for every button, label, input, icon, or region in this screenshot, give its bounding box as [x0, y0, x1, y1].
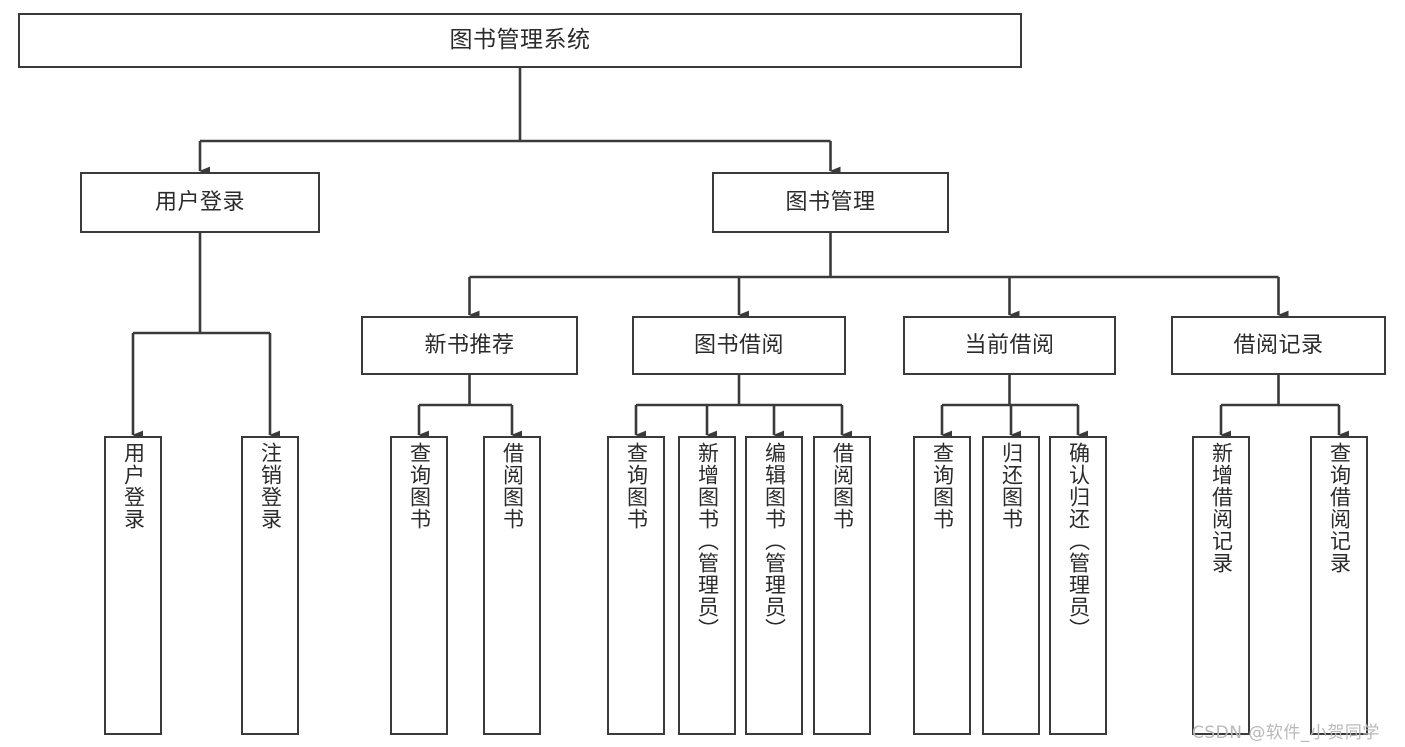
- node-label: 用户登录: [154, 189, 245, 215]
- node-label: 用户登录: [121, 442, 146, 530]
- node-leaf-borrow-book-2[interactable]: 借阅图书: [813, 436, 871, 735]
- node-leaf-query-book-1[interactable]: 查询图书: [390, 436, 448, 735]
- node-label: 当前借阅: [964, 332, 1055, 358]
- node-leaf-add-record[interactable]: 新增借阅记录: [1192, 436, 1250, 735]
- node-new-book-rec[interactable]: 新书推荐: [361, 316, 578, 375]
- node-label: 查询图书: [930, 442, 955, 530]
- node-leaf-confirm-return[interactable]: 确认归还（管理员）: [1049, 436, 1107, 735]
- node-leaf-add-book[interactable]: 新增图书（管理员）: [678, 436, 736, 735]
- node-label: 图书管理: [785, 189, 876, 215]
- node-label: 借阅图书: [500, 442, 525, 530]
- node-label: 新增借阅记录: [1209, 442, 1234, 574]
- node-label: 归还图书: [999, 442, 1024, 530]
- node-leaf-query-book-2[interactable]: 查询图书: [607, 436, 665, 735]
- node-label: 借阅图书: [830, 442, 855, 530]
- node-leaf-query-book-3[interactable]: 查询图书: [913, 436, 971, 735]
- node-book-manage[interactable]: 图书管理: [712, 172, 949, 233]
- node-leaf-query-record[interactable]: 查询借阅记录: [1310, 436, 1368, 735]
- node-leaf-logout[interactable]: 注销登录: [241, 436, 299, 735]
- csdn-watermark: CSDN @软件_小贺同学: [1192, 723, 1380, 743]
- node-label: 注销登录: [258, 442, 283, 530]
- node-label: 查询图书: [624, 442, 649, 530]
- node-current-borrow[interactable]: 当前借阅: [903, 316, 1116, 375]
- node-label: 图书管理系统: [449, 27, 591, 54]
- node-label: 查询图书: [407, 442, 432, 530]
- node-leaf-return-book[interactable]: 归还图书: [982, 436, 1040, 735]
- node-label: 编辑图书（管理员）: [762, 442, 787, 640]
- node-label: 确认归还（管理员）: [1066, 442, 1091, 640]
- node-book-borrow[interactable]: 图书借阅: [632, 316, 846, 375]
- node-label: 新书推荐: [424, 332, 515, 358]
- node-root[interactable]: 图书管理系统: [18, 13, 1022, 68]
- node-borrow-record[interactable]: 借阅记录: [1171, 316, 1386, 375]
- node-label: 图书借阅: [693, 332, 784, 358]
- node-leaf-edit-book[interactable]: 编辑图书（管理员）: [745, 436, 803, 735]
- node-label: 新增图书（管理员）: [695, 442, 720, 640]
- node-label: 借阅记录: [1233, 332, 1324, 358]
- node-leaf-user-login[interactable]: 用户登录: [104, 436, 162, 735]
- node-user-login[interactable]: 用户登录: [80, 172, 320, 233]
- node-label: 查询借阅记录: [1327, 442, 1352, 574]
- node-leaf-borrow-book-1[interactable]: 借阅图书: [483, 436, 541, 735]
